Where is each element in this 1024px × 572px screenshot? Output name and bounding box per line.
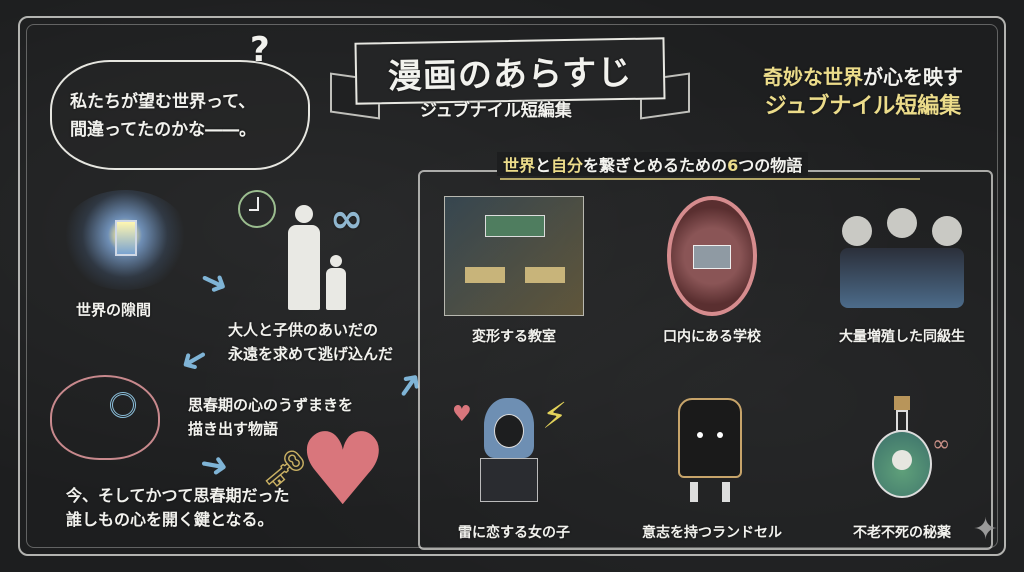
girl-loving-thunder-icon: ♥ ⚡ (444, 392, 584, 512)
heading-self: 自分 (551, 156, 584, 175)
outer-frame (18, 16, 1006, 556)
story-card[interactable]: 口内にある学校 (622, 196, 802, 346)
elixir-bottle-icon: ∞ (832, 392, 972, 512)
adult-child-silhouette-icon (280, 205, 360, 310)
flow-step-4-line-2: 誰しもの心を開く鍵となる。 (66, 510, 274, 529)
story-card[interactable]: 意志を持つランドセル (622, 392, 802, 542)
heading-world: 世界 (503, 156, 536, 175)
stories-heading: 世界と自分を繋ぎとめるための6つの物語 (497, 152, 809, 176)
heading-underline (500, 178, 920, 180)
story-label: 意志を持つランドセル (642, 525, 782, 541)
thought-line-1: 私たちが望む世界って、 (70, 92, 256, 112)
warping-classroom-icon (444, 196, 584, 316)
story-card[interactable]: ∞ 不老不死の秘薬 (812, 392, 992, 542)
clock-icon (238, 190, 276, 228)
page-title: 漫画のあらすじ (387, 52, 633, 97)
tagline-rest: が心を映す (863, 65, 963, 89)
story-card[interactable]: 大量増殖した同級生 (812, 196, 992, 346)
story-label: 雷に恋する女の子 (458, 525, 570, 541)
thought-text: 私たちが望む世界って、 間違ってたのかな――。 (70, 88, 256, 144)
question-mark-icon: ? (250, 30, 270, 70)
inner-frame (26, 24, 998, 548)
thought-bubble (50, 60, 310, 170)
brain-icon (50, 375, 160, 460)
heading-end: つの物語 (738, 156, 803, 175)
infinity-icon: ∞ (932, 432, 951, 457)
flow-step-2-line-2: 永遠を求めて逃げ込んだ (228, 345, 394, 363)
galaxy-door-icon (60, 190, 190, 290)
flow-step-4-line-1: 今、そしてかつて思春期だった (66, 486, 290, 505)
key-icon: 🗝 (262, 449, 308, 490)
title-banner: 漫画のあらすじ (354, 37, 666, 105)
tagline-line2: ジュブナイル短編集 (764, 94, 962, 119)
heart-lock-icon: ♥ (298, 411, 388, 528)
multiplied-classmates-icon (832, 196, 972, 316)
flow-step-1: 世界の隙間 (76, 301, 152, 319)
flow-step-2: 大人と子供のあいだの 永遠を求めて逃げ込んだ (228, 318, 393, 366)
tagline: 奇妙な世界が心を映す ジュブナイル短編集 (718, 62, 1008, 122)
walking-randoseru-icon (642, 392, 782, 512)
heading-count: 6 (727, 156, 739, 175)
heading-and: と (535, 156, 552, 175)
thought-line-2: 間違ってたのかな――。 (70, 120, 257, 140)
story-label: 大量増殖した同級生 (839, 329, 965, 345)
infinity-icon: ∞ (330, 196, 364, 242)
heart-icon: ♥ (452, 402, 472, 427)
page-subtitle: ジュブナイル短編集 (420, 101, 572, 121)
lightning-icon: ⚡ (542, 396, 568, 437)
flow-step-3-line-2: 描き出す物語 (188, 420, 279, 438)
heading-middle: を繋ぎとめるための (583, 156, 728, 175)
flow-step-2-line-1: 大人と子供のあいだの (228, 321, 379, 339)
story-card[interactable]: ♥ ⚡ 雷に恋する女の子 (424, 392, 604, 542)
sparkle-icon: ✦ (973, 512, 999, 547)
story-label: 変形する教室 (472, 329, 556, 345)
tagline-highlight: 奇妙な世界 (763, 65, 863, 89)
flow-step-3: 思春期の心のうずまきを 描き出す物語 (188, 393, 353, 441)
flow-step-4: 今、そしてかつて思春期だった 誰しもの心を開く鍵となる。 (66, 484, 290, 532)
story-card[interactable]: 変形する教室 (424, 196, 604, 346)
school-in-mouth-icon (667, 196, 757, 316)
flow-step-3-line-1: 思春期の心のうずまきを (188, 396, 354, 414)
story-label: 不老不死の秘薬 (853, 525, 951, 541)
story-label: 口内にある学校 (663, 329, 761, 345)
